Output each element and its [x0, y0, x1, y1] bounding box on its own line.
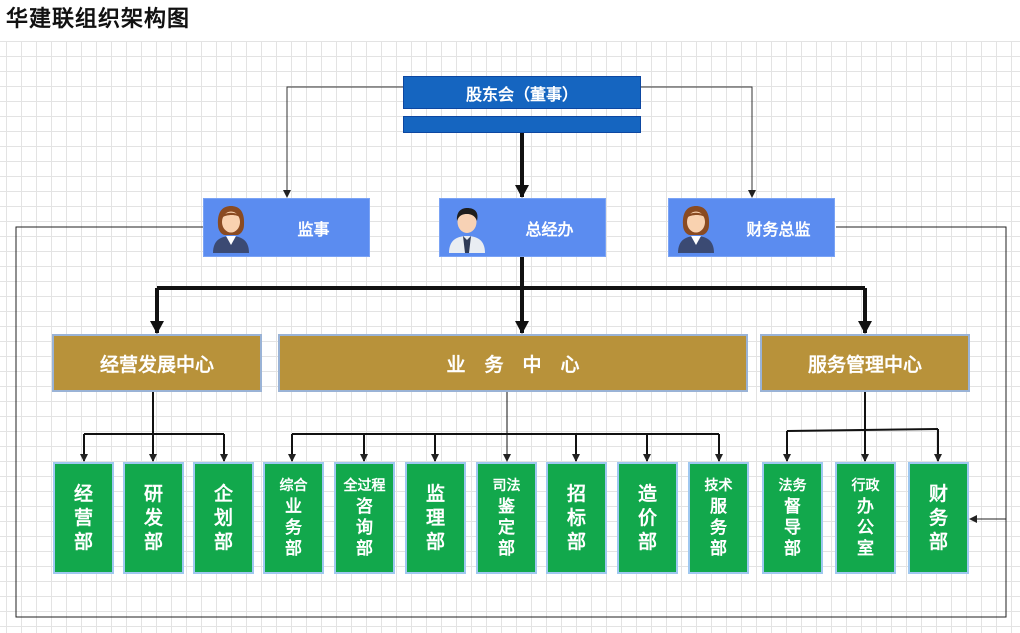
dept-line: 导	[784, 518, 801, 538]
dept-line: 办	[857, 497, 874, 517]
dept-line: 询	[356, 518, 373, 538]
dept-quanguocheng: 全过程 咨 询 部	[334, 462, 395, 574]
dept-line: 室	[857, 539, 874, 559]
dept-line: 定	[498, 518, 515, 538]
service-mgmt-center: 服务管理中心	[760, 334, 970, 392]
dept-caiwu: 财 务 部	[908, 462, 969, 574]
dept-jingying: 经 营 部	[53, 462, 114, 574]
dept-line: 研	[143, 483, 163, 505]
dept-line: 部	[498, 539, 515, 559]
male-avatar-icon	[449, 208, 485, 253]
cfo-label: 财务总监	[746, 219, 811, 239]
dept-line: 价	[637, 507, 657, 529]
gm-office-box: 总经办	[439, 198, 606, 257]
dept-line: 部	[356, 539, 373, 559]
dept-line: 鉴	[498, 497, 515, 517]
dept-line: 务	[285, 518, 302, 538]
dept-line: 财	[928, 483, 948, 505]
dept-line: 综合	[279, 478, 308, 494]
page-title: 华建联组织架构图	[6, 7, 191, 32]
dept-line: 业	[285, 497, 302, 517]
business-dev-center: 经营发展中心	[52, 334, 262, 392]
dept-line: 技术	[704, 478, 733, 494]
dept-line: 全过程	[343, 478, 386, 494]
title-band	[0, 0, 1020, 41]
female-avatar-icon	[678, 206, 714, 253]
dept-jishu: 技术 服 务 部	[688, 462, 749, 574]
dept-line: 经	[73, 483, 93, 505]
supervisor-label: 监事	[297, 219, 330, 239]
shareholders-board-label: 股东会（董事）	[465, 84, 578, 104]
dept-line: 部	[143, 531, 163, 553]
dept-line: 部	[73, 531, 93, 553]
business-dev-center-label: 经营发展中心	[99, 353, 214, 376]
dept-zhaobiao: 招 标 部	[546, 462, 607, 574]
dept-line: 部	[710, 539, 727, 559]
dept-zaojia: 造 价 部	[617, 462, 678, 574]
dept-xingzheng: 行政 办 公 室	[835, 462, 896, 574]
dept-line: 行政	[851, 478, 880, 494]
dept-line: 部	[928, 531, 948, 553]
dept-fawu: 法务 督 导 部	[762, 462, 823, 574]
dept-yanfa: 研 发 部	[123, 462, 184, 574]
dept-line: 咨	[356, 497, 373, 517]
dept-line: 督	[784, 497, 801, 517]
dept-line: 标	[566, 507, 586, 529]
dept-line: 部	[566, 531, 586, 553]
cfo-box: 财务总监	[668, 198, 835, 257]
dept-line: 理	[425, 507, 445, 529]
dept-line: 公	[857, 518, 874, 538]
shareholders-board-bar	[403, 116, 641, 133]
service-mgmt-center-label: 服务管理中心	[807, 353, 922, 376]
dept-line: 法务	[778, 478, 807, 494]
dept-line: 监	[425, 483, 445, 505]
operations-center-label: 业 务 中 心	[446, 353, 580, 376]
dept-line: 务	[710, 518, 727, 538]
operations-center: 业 务 中 心	[278, 334, 748, 392]
gm-office-label: 总经办	[525, 219, 574, 239]
dept-line: 司法	[492, 478, 521, 494]
dept-jianli: 监 理 部	[405, 462, 466, 574]
dept-line: 划	[213, 507, 233, 529]
dept-line: 发	[143, 507, 163, 529]
dept-line: 部	[637, 531, 657, 553]
dept-line: 企	[213, 483, 233, 505]
dept-line: 务	[928, 507, 948, 529]
dept-zonghe: 综合 业 务 部	[263, 462, 324, 574]
dept-sifa: 司法 鉴 定 部	[476, 462, 537, 574]
shareholders-board-box: 股东会（董事）	[403, 76, 641, 109]
dept-line: 部	[784, 539, 801, 559]
supervisor-box: 监事	[203, 198, 370, 257]
dept-line: 招	[566, 483, 586, 505]
dept-line: 营	[73, 507, 93, 529]
dept-line: 造	[637, 483, 657, 505]
dept-line: 部	[425, 531, 445, 553]
dept-line: 部	[213, 531, 233, 553]
female-avatar-icon	[213, 206, 249, 253]
dept-qihua: 企 划 部	[193, 462, 254, 574]
dept-line: 服	[710, 497, 727, 517]
dept-line: 部	[285, 539, 302, 559]
